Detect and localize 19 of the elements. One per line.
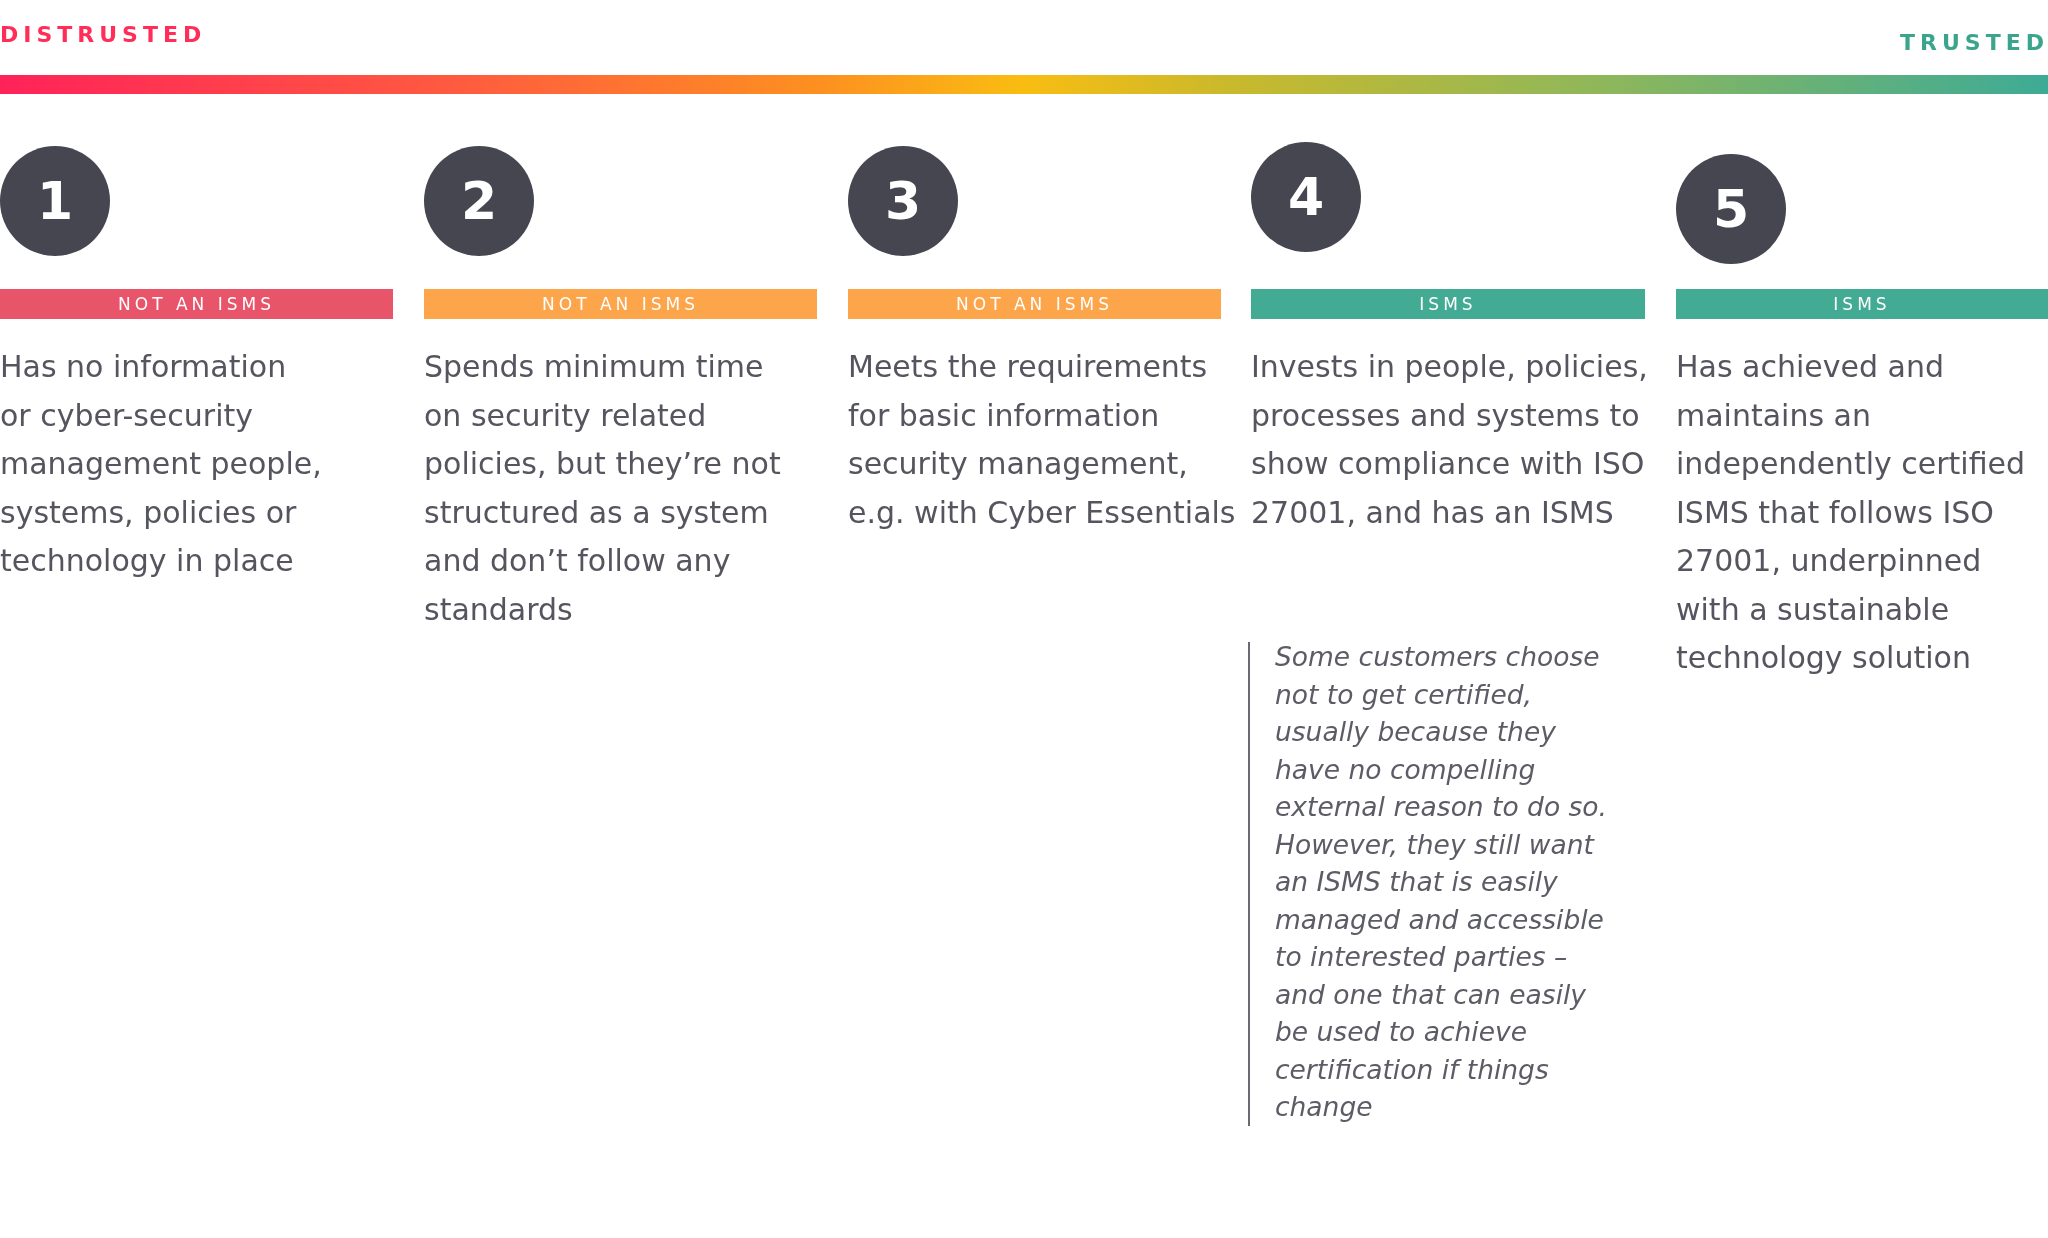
step-number-circle: 5 [1676,154,1786,264]
step-number-circle: 3 [848,146,958,256]
gradient-scale-bar [0,75,2048,94]
status-band: ISMS [1251,289,1645,319]
description-text: Has achieved and maintains an independently certified ISMS that follows ISO 27001, underpinned with a sustainable technology solution [1676,348,2027,677]
step-number-circle: 4 [1251,142,1361,252]
description-text: Meets the requirements for basic information security management, e.g. with Cyber Essentials [848,348,1237,532]
step-number-circle: 2 [424,146,534,256]
note-text: Some customers choose not to get certified, usually because they have no compelling external reason to do so. However, they still want an ISMS that is easily managed and accessible to interested parties – and one that can easily be used to achieve certification if things change [1275,640,1608,1124]
description-text: Invests in people, policies, processes and systems to show compliance with ISO 27001, and has an ISMS [1251,348,1649,532]
status-band: ISMS [1676,289,2048,319]
status-band: NOT AN ISMS [424,289,817,319]
scale-end-label: TRUSTED [1900,30,2048,55]
status-band: NOT AN ISMS [0,289,393,319]
description-text: Spends minimum time on security related policies, but they’re not structured as a system and don’t follow any standards [424,348,782,629]
description-text: Has no information or cyber-security management people, systems, policies or technology in place [0,348,323,580]
status-band: NOT AN ISMS [848,289,1221,319]
scale-end-label: DISTRUSTED [0,22,207,47]
step-number-circle: 1 [0,146,110,256]
